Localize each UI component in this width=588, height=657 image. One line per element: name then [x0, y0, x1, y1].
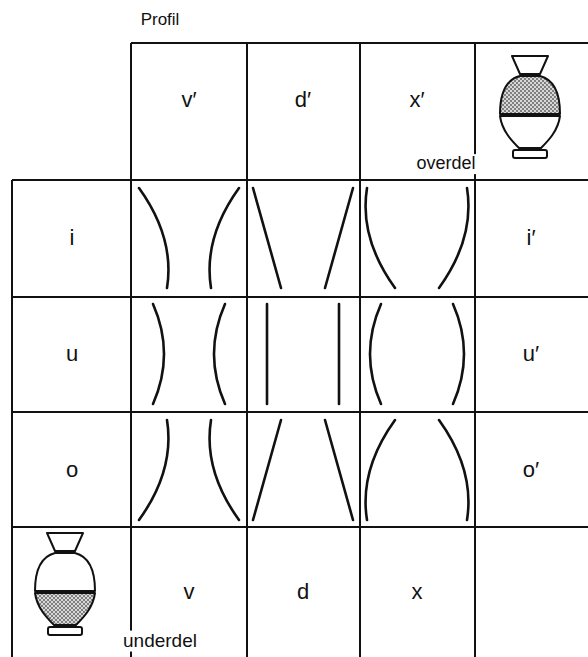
- profile-curve: [253, 188, 281, 288]
- profile-curve: [253, 420, 281, 520]
- row-label: i: [70, 226, 75, 250]
- vase-upper-part: [500, 56, 560, 158]
- profile-curve: [139, 420, 168, 520]
- column-label: x′: [409, 88, 424, 112]
- profile-curve: [325, 188, 353, 288]
- profile-curve: [210, 420, 239, 520]
- profile-curve: [210, 188, 239, 288]
- heading-label: Profil: [141, 11, 180, 30]
- column-label: x: [412, 580, 423, 604]
- profile-curve: [366, 188, 395, 288]
- profile-curve: [366, 420, 395, 520]
- column-label: d: [297, 580, 309, 604]
- column-label: d′: [295, 88, 311, 112]
- profile-curve: [439, 188, 468, 288]
- profile-curve: [153, 304, 164, 404]
- column-label: v: [184, 580, 195, 604]
- grid-lines: [12, 43, 588, 657]
- profile-curve: [325, 420, 353, 520]
- profile-curve: [439, 420, 468, 520]
- row-label: o: [66, 458, 78, 482]
- part-label: underdel: [120, 631, 200, 652]
- vase-lower-part: [35, 533, 95, 635]
- part-label: overdel: [413, 154, 478, 174]
- row-label: o′: [523, 458, 539, 482]
- profile-curve: [139, 188, 168, 288]
- profile-curves: [139, 188, 468, 520]
- row-label: u: [66, 342, 78, 366]
- profile-curve: [370, 304, 381, 404]
- profile-curve: [338, 304, 341, 404]
- row-label: u′: [523, 342, 539, 366]
- profile-curve: [453, 304, 464, 404]
- row-label: i′: [526, 226, 535, 250]
- profile-curve: [214, 304, 225, 404]
- profile-curve: [266, 304, 269, 404]
- column-label: v′: [181, 88, 196, 112]
